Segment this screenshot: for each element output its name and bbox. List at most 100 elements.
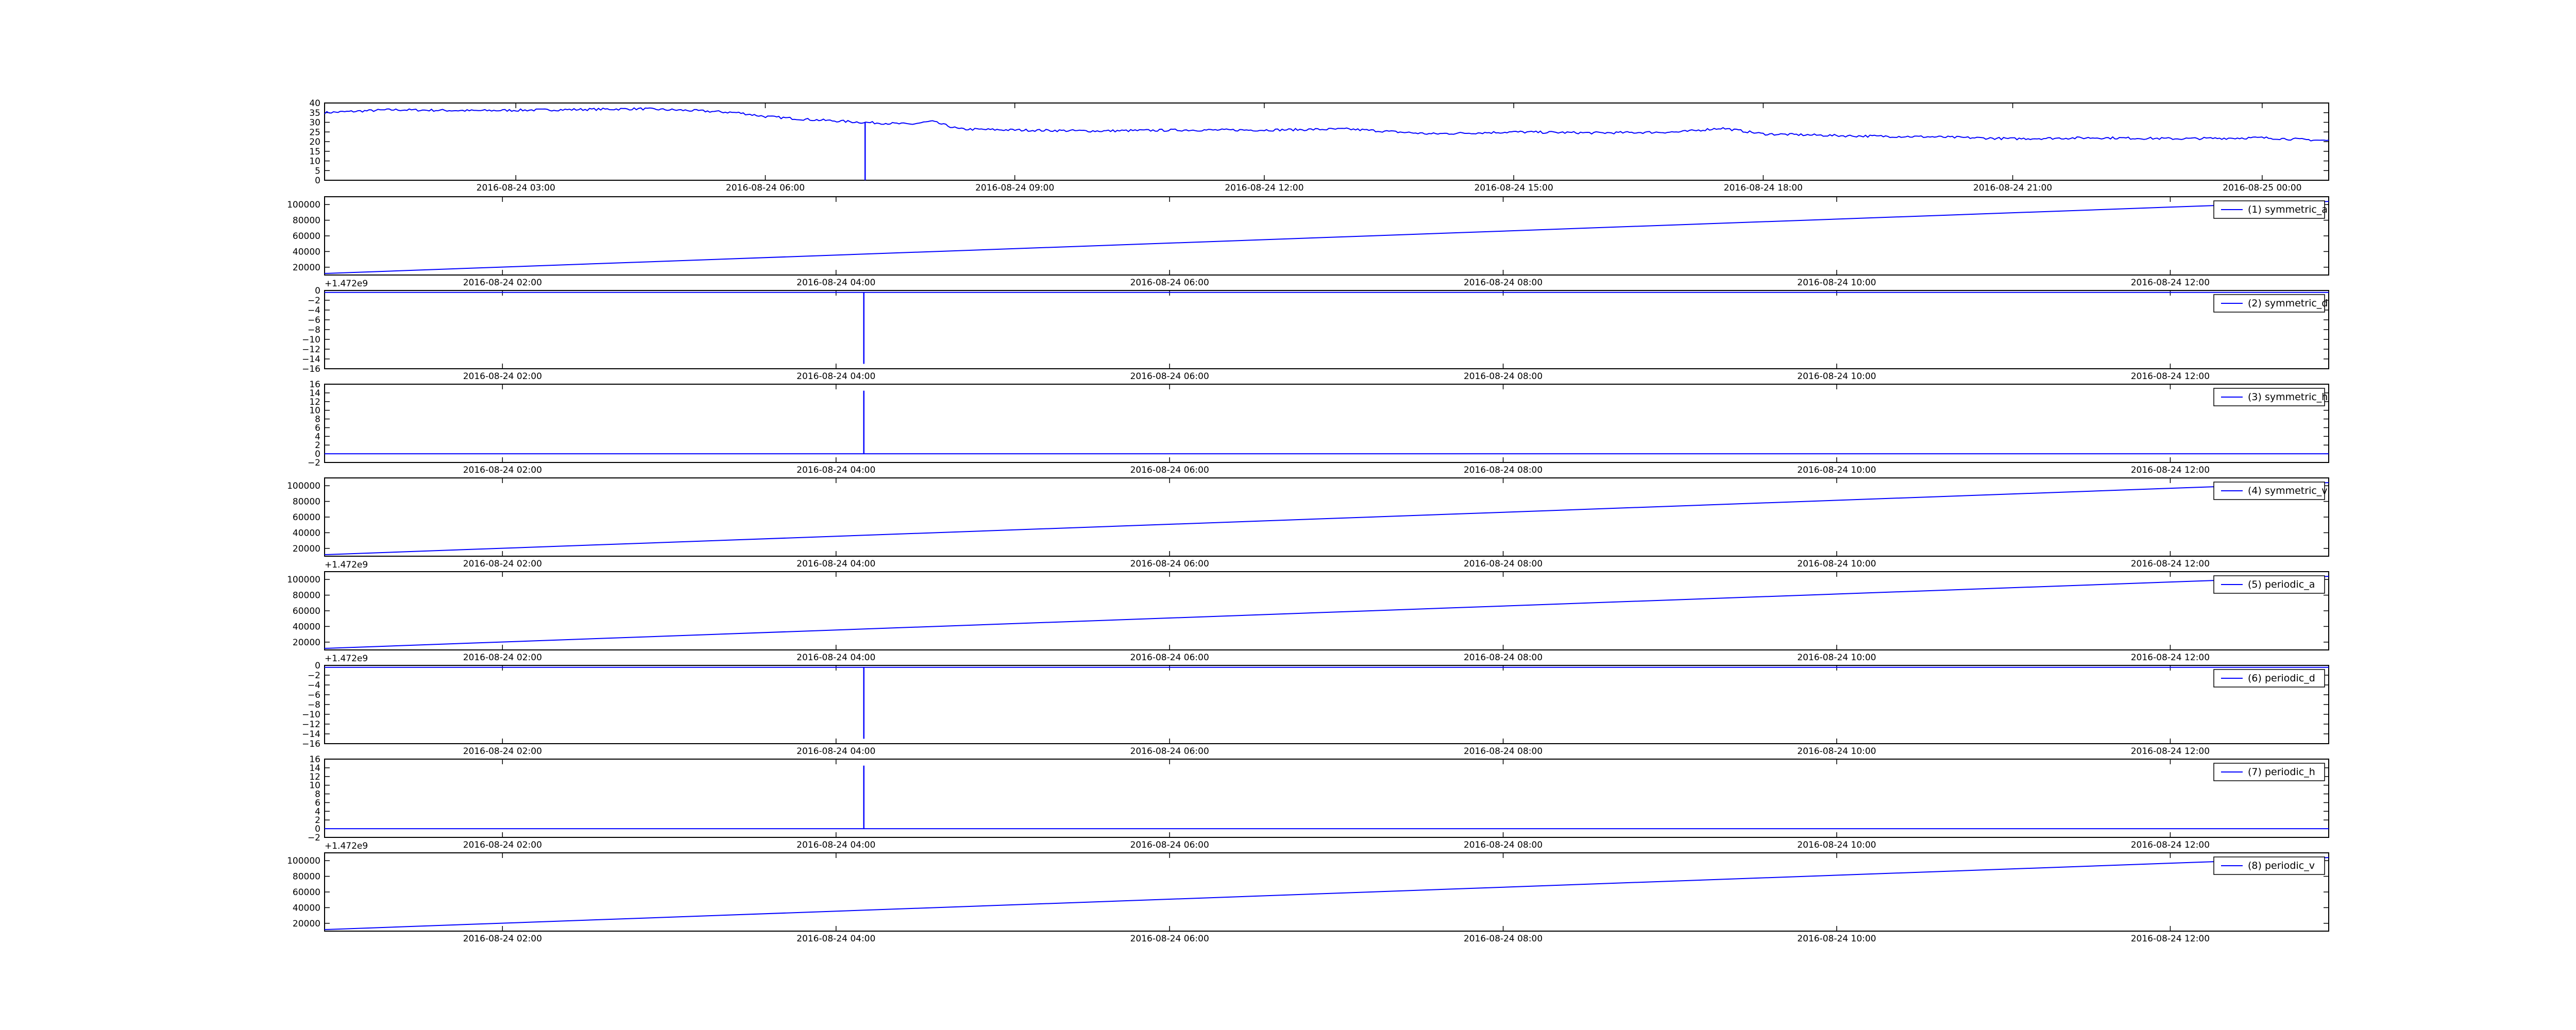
y-tick-label: 10 [309, 406, 320, 416]
x-tick-label: 2016-08-24 12:00 [2131, 559, 2210, 569]
y-tick-label: 12 [309, 397, 320, 407]
x-tick-label: 2016-08-24 08:00 [1464, 653, 1543, 663]
y-tick-label: 100000 [287, 575, 320, 585]
axes-frame [324, 477, 2329, 557]
x-tick-label: 2016-08-24 18:00 [1724, 183, 1803, 193]
y-tick-label: 80000 [293, 216, 320, 226]
y-tick-label: −6 [308, 690, 320, 700]
series-line [324, 576, 2329, 649]
y-tick-label: 2 [315, 440, 320, 451]
legend: (5) periodic_a [2213, 575, 2325, 594]
x-tick-label: 2016-08-24 02:00 [463, 278, 542, 288]
x-tick-label: 2016-08-24 02:00 [463, 934, 542, 944]
series-line [324, 482, 2329, 555]
y-tick-label: 40 [309, 98, 320, 109]
x-tick-label: 2016-08-24 10:00 [1797, 840, 1876, 850]
legend-label: (4) symmetric_v [2248, 485, 2328, 496]
axes-frame [324, 571, 2329, 650]
y-tick-label: −2 [308, 296, 320, 306]
x-tick-label: 2016-08-24 06:00 [1130, 465, 1209, 475]
axes-frame [324, 384, 2329, 463]
y-tick-label: 80000 [293, 497, 320, 507]
axes-frame [324, 290, 2329, 369]
y-tick-label: 100000 [287, 856, 320, 866]
x-tick-label: 2016-08-24 06:00 [1130, 278, 1209, 288]
x-tick-label: 2016-08-24 12:00 [2131, 934, 2210, 944]
x-tick-label: 2016-08-24 12:00 [2131, 746, 2210, 757]
y-tick-label: 0 [315, 176, 320, 186]
x-tick-label: 2016-08-24 04:00 [796, 653, 875, 663]
y-tick-label: −14 [302, 729, 320, 740]
x-tick-label: 2016-08-24 08:00 [1464, 278, 1543, 288]
x-tick-label: 2016-08-24 02:00 [463, 371, 542, 382]
y-tick-label: 4 [315, 432, 320, 442]
legend-label: (3) symmetric_h [2248, 391, 2328, 403]
y-tick-label: −12 [302, 345, 320, 355]
y-tick-label: 8 [315, 415, 320, 425]
y-tick-label: 60000 [293, 606, 320, 616]
x-tick-label: 2016-08-24 06:00 [726, 183, 805, 193]
y-tick-label: −12 [302, 719, 320, 730]
x-tick-label: 2016-08-24 02:00 [463, 465, 542, 475]
y-tick-label: 100000 [287, 200, 320, 210]
y-tick-label: −14 [302, 354, 320, 365]
x-tick-label: 2016-08-24 10:00 [1797, 559, 1876, 569]
y-tick-label: 40000 [293, 622, 320, 632]
y-tick-label: −16 [302, 364, 320, 374]
x-tick-label: 2016-08-24 08:00 [1464, 934, 1543, 944]
y-tick-label: 10 [309, 781, 320, 791]
x-tick-label: 2016-08-24 06:00 [1130, 934, 1209, 944]
x-tick-label: 2016-08-24 02:00 [463, 653, 542, 663]
y-tick-label: 20000 [293, 544, 320, 554]
y-tick-label: 0 [315, 286, 320, 296]
x-tick-label: 2016-08-24 12:00 [2131, 840, 2210, 850]
legend: (6) periodic_d [2213, 669, 2325, 688]
axis-offset-label: +1.472e9 [325, 279, 368, 289]
x-tick-label: 2016-08-24 04:00 [796, 746, 875, 757]
x-tick-label: 2016-08-24 08:00 [1464, 746, 1543, 757]
x-tick-label: 2016-08-24 02:00 [463, 746, 542, 757]
y-tick-label: 20000 [293, 919, 320, 929]
y-tick-label: 15 [309, 147, 320, 157]
y-tick-label: −10 [302, 335, 320, 345]
series-line [324, 107, 2329, 142]
y-tick-label: 60000 [293, 231, 320, 242]
y-tick-label: 0 [315, 661, 320, 671]
y-tick-label: 8 [315, 789, 320, 800]
y-tick-label: 20000 [293, 263, 320, 273]
y-tick-label: 5 [315, 166, 320, 176]
x-tick-label: 2016-08-24 04:00 [796, 278, 875, 288]
y-tick-label: 16 [309, 754, 320, 765]
y-tick-label: 4 [315, 806, 320, 817]
axis-offset-label: +1.472e9 [325, 841, 368, 851]
x-tick-label: 2016-08-24 12:00 [2131, 465, 2210, 475]
x-tick-label: 2016-08-24 04:00 [796, 371, 875, 382]
y-tick-label: 25 [309, 127, 320, 138]
y-tick-label: 30 [309, 118, 320, 128]
y-tick-label: −8 [308, 325, 320, 335]
legend: (1) symmetric_a [2213, 200, 2328, 219]
subplot-1: 20000 40000 60000 80000 100000 2016-08-24 02:… [287, 196, 2329, 289]
x-tick-label: 2016-08-24 06:00 [1130, 840, 1209, 850]
y-tick-label: 80000 [293, 872, 320, 882]
y-tick-label: 20000 [293, 638, 320, 648]
y-tick-label: 16 [309, 380, 320, 390]
axes-frame [324, 852, 2329, 932]
y-tick-label: 40000 [293, 247, 320, 257]
x-tick-label: 2016-08-24 08:00 [1464, 465, 1543, 475]
x-tick-label: 2016-08-24 04:00 [796, 934, 875, 944]
y-tick-label: 100000 [287, 481, 320, 491]
x-tick-label: 2016-08-24 03:00 [477, 183, 555, 193]
y-tick-label: −2 [308, 833, 320, 843]
x-tick-label: 2016-08-24 04:00 [796, 465, 875, 475]
y-tick-label: 40000 [293, 528, 320, 538]
axes-frame [324, 102, 2329, 181]
y-tick-label: −2 [308, 671, 320, 681]
y-tick-label: 0 [315, 824, 320, 834]
x-tick-label: 2016-08-24 12:00 [2131, 653, 2210, 663]
